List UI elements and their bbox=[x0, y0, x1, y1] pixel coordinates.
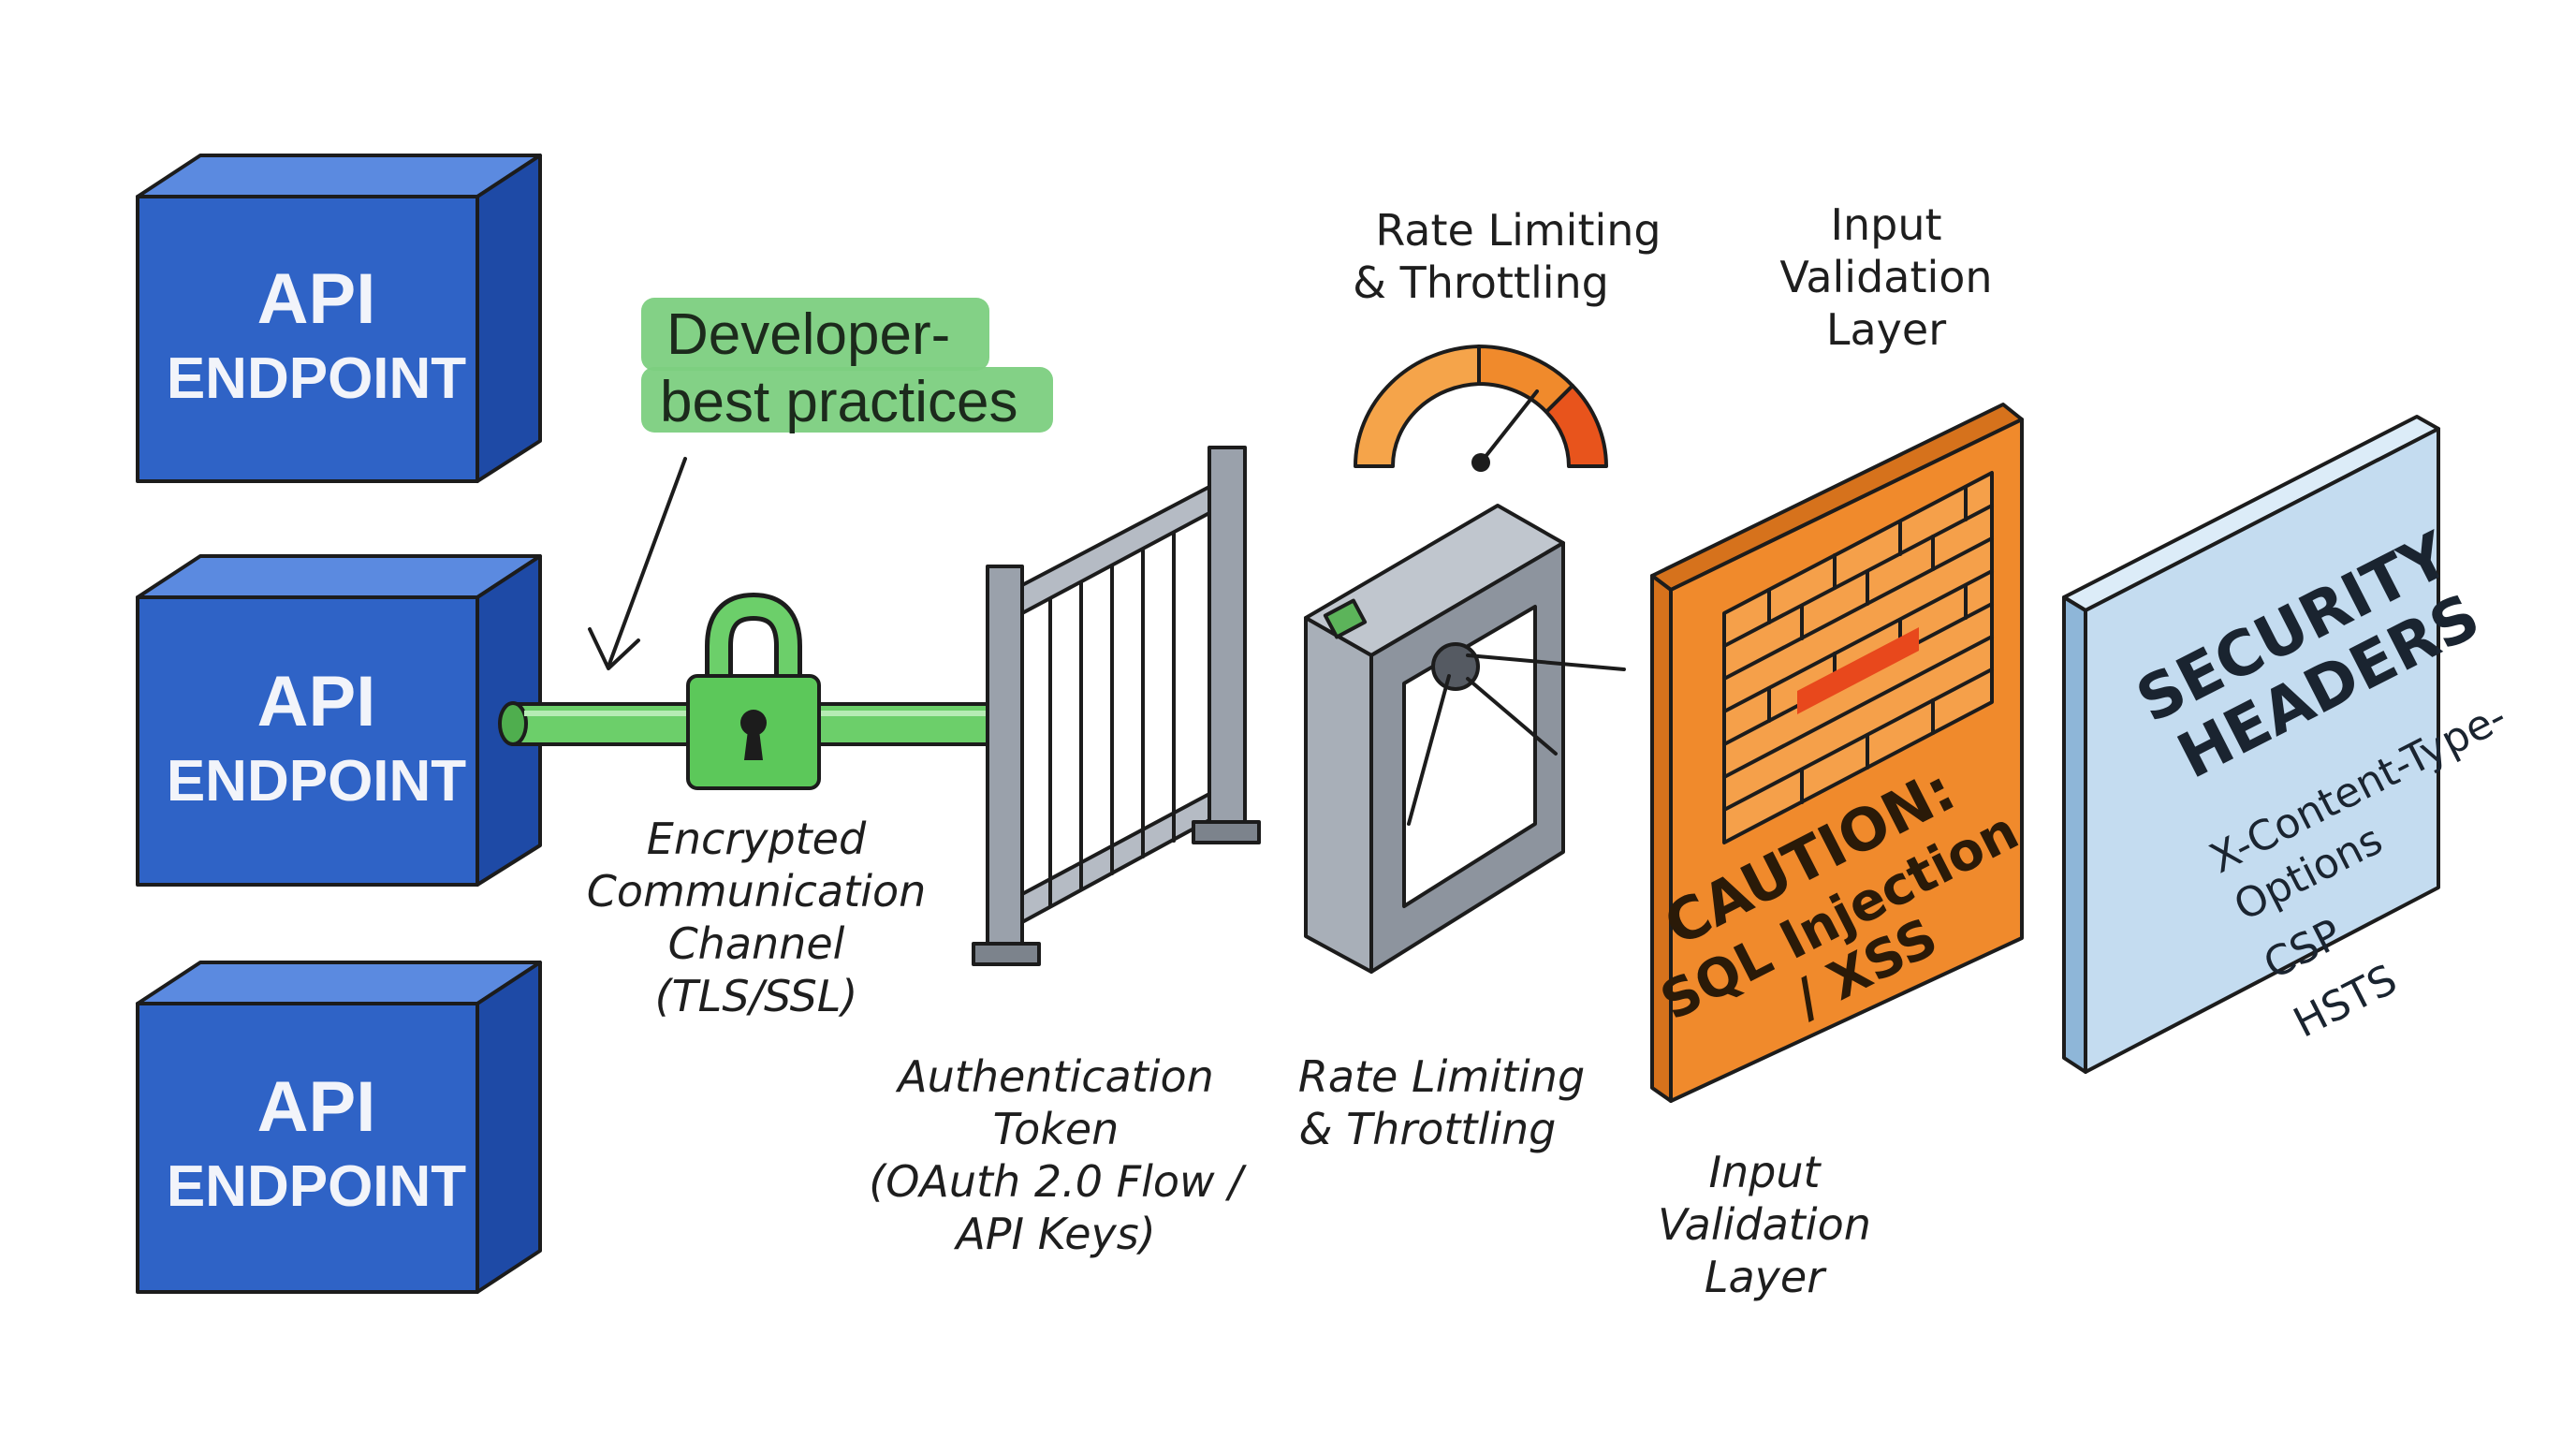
pointer-arrow bbox=[588, 457, 687, 670]
svg-text:API Keys): API Keys) bbox=[953, 1209, 1155, 1259]
svg-text:Communication: Communication bbox=[587, 866, 927, 917]
highlight-line1: Developer- bbox=[666, 302, 950, 367]
highlight-line2: best practices bbox=[660, 370, 1018, 434]
svg-text:Rate Limiting: Rate Limiting bbox=[1375, 205, 1661, 256]
endpoint-label-line2: ENDPOINT bbox=[167, 749, 466, 814]
api-endpoint-box-1: API ENDPOINT bbox=[136, 154, 542, 483]
brick-pattern bbox=[1722, 471, 1994, 844]
api-endpoint-box-2: API ENDPOINT bbox=[136, 554, 542, 887]
endpoint-label-line1: API bbox=[257, 662, 376, 741]
encrypted-channel-label: Encrypted Communication Channel (TLS/SSL… bbox=[587, 814, 927, 1021]
speedometer-gauge-icon bbox=[1354, 345, 1608, 472]
security-headers-panel: SECURITY HEADERS X-Content-Type- Options… bbox=[2062, 415, 2514, 1074]
endpoint-label-line2: ENDPOINT bbox=[167, 1154, 466, 1219]
svg-text:& Throttling: & Throttling bbox=[1353, 257, 1609, 308]
svg-text:Input: Input bbox=[1708, 1147, 1822, 1197]
padlock-icon bbox=[686, 592, 821, 790]
input-validation-bottom-label: Input Validation Layer bbox=[1658, 1147, 1871, 1302]
svg-text:(TLS/SSL): (TLS/SSL) bbox=[655, 971, 858, 1021]
svg-text:Token: Token bbox=[993, 1104, 1120, 1154]
endpoint-label-line1: API bbox=[257, 1067, 376, 1147]
svg-text:Channel: Channel bbox=[668, 918, 845, 969]
input-validation-top-label: Input Validation Layer bbox=[1779, 199, 1992, 355]
rate-limiting-top-label: Rate Limiting & Throttling bbox=[1353, 205, 1661, 308]
api-endpoint-box-3: API ENDPOINT bbox=[136, 961, 542, 1294]
svg-text:Input: Input bbox=[1830, 199, 1941, 250]
gate-icon bbox=[972, 446, 1261, 966]
svg-text:Rate Limiting: Rate Limiting bbox=[1298, 1051, 1585, 1102]
svg-text:(OAuth 2.0 Flow /: (OAuth 2.0 Flow / bbox=[869, 1156, 1247, 1207]
svg-text:Authentication: Authentication bbox=[895, 1051, 1214, 1102]
svg-text:Validation: Validation bbox=[1779, 252, 1992, 302]
svg-text:Layer: Layer bbox=[1705, 1252, 1827, 1302]
endpoint-label-line1: API bbox=[257, 259, 376, 339]
turnstile-icon bbox=[1304, 504, 1626, 974]
svg-text:Encrypted: Encrypted bbox=[647, 814, 867, 864]
authentication-token-label: Authentication Token (OAuth 2.0 Flow / A… bbox=[869, 1051, 1247, 1259]
firewall-wall-icon: CAUTION: SQL Injection / XSS bbox=[1650, 403, 2028, 1103]
developer-best-practices-highlight: Developer- best practices bbox=[641, 298, 1053, 434]
svg-text:Layer: Layer bbox=[1826, 304, 1946, 355]
rate-limiting-bottom-label: Rate Limiting & Throttling bbox=[1298, 1051, 1585, 1154]
endpoint-label-line2: ENDPOINT bbox=[167, 346, 466, 411]
svg-text:& Throttling: & Throttling bbox=[1299, 1104, 1557, 1154]
svg-text:Validation: Validation bbox=[1658, 1199, 1871, 1250]
